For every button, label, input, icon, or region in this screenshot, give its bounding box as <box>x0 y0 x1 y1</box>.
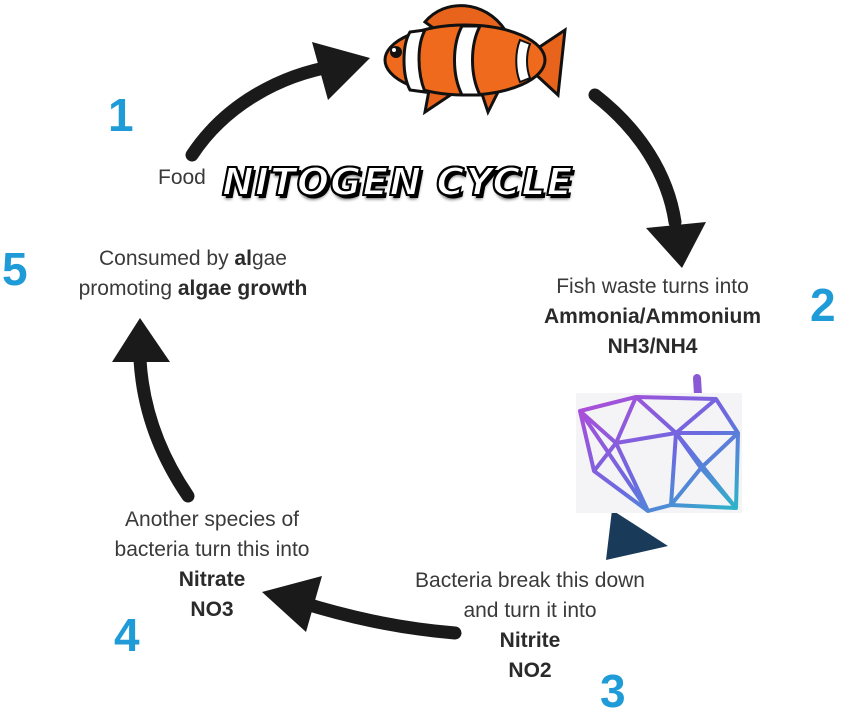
step-number-5: 5 <box>2 243 28 295</box>
step-4-line-2: bacteria turn this into <box>114 538 310 561</box>
arrow-fish-to-ammonia <box>588 88 682 229</box>
step-5-line-2-bold: algae growth <box>177 277 308 300</box>
step-3-line-1: Bacteria break this down <box>415 569 645 592</box>
arrow-nitrite-to-nitrate <box>293 595 462 640</box>
step-5-line-1-bold: al <box>234 247 252 270</box>
step-2-line-3: NH3/NH4 <box>607 335 698 358</box>
step-3-line-4: NO2 <box>508 659 552 682</box>
step-5-line-2: promoting algae growth <box>48 274 338 304</box>
step-1-label: Food <box>158 166 206 189</box>
step-5-line-1-suffix: gae <box>251 247 287 270</box>
arrowhead-nitrate-to-algae <box>112 318 170 362</box>
step-5-line-1-prefix: Consumed by <box>99 247 235 270</box>
step-2-line-2: Ammonia/Ammonium <box>543 305 761 328</box>
geometric-logo-icon <box>576 393 742 513</box>
step-5-line-2-prefix: promoting <box>78 277 178 300</box>
step-4-line-4: NO3 <box>190 598 234 621</box>
step-number-1: 1 <box>108 89 134 141</box>
arrow-nitrate-to-algae <box>133 353 195 503</box>
arrowhead-fish-to-ammonia <box>646 222 706 268</box>
step-3-line-3: Nitrite <box>499 629 561 652</box>
step-4-line-3: Nitrate <box>178 568 246 591</box>
diagram-title: NITOGEN CYCLE <box>221 159 574 205</box>
arrowhead-food-to-fish <box>312 42 370 100</box>
arrowhead-nitrite-to-nitrate <box>262 576 322 632</box>
step-5-line-1: Consumed by algae <box>48 244 338 274</box>
arrow-ammonia-to-nitrite <box>693 374 702 399</box>
step-3-line-2: and turn it into <box>463 599 597 622</box>
step-number-2: 2 <box>810 279 836 331</box>
step-number-3: 3 <box>600 665 626 717</box>
step-5-label: Consumed by algae promoting algae growth <box>48 244 338 304</box>
step-number-4: 4 <box>114 609 140 661</box>
arrow-food-to-fish <box>185 59 342 162</box>
step-2-line-1: Fish waste turns into <box>556 275 749 298</box>
step-2-label: Fish waste turns into Ammonia/Ammonium N… <box>520 272 785 362</box>
clownfish-icon <box>383 4 567 116</box>
step-3-label: Bacteria break this down and turn it int… <box>390 566 670 686</box>
step-4-line-1: Another species of <box>125 508 299 531</box>
step-4-label: Another species of bacteria turn this in… <box>82 505 342 625</box>
arrowhead-ammonia-to-nitrite <box>606 510 668 560</box>
